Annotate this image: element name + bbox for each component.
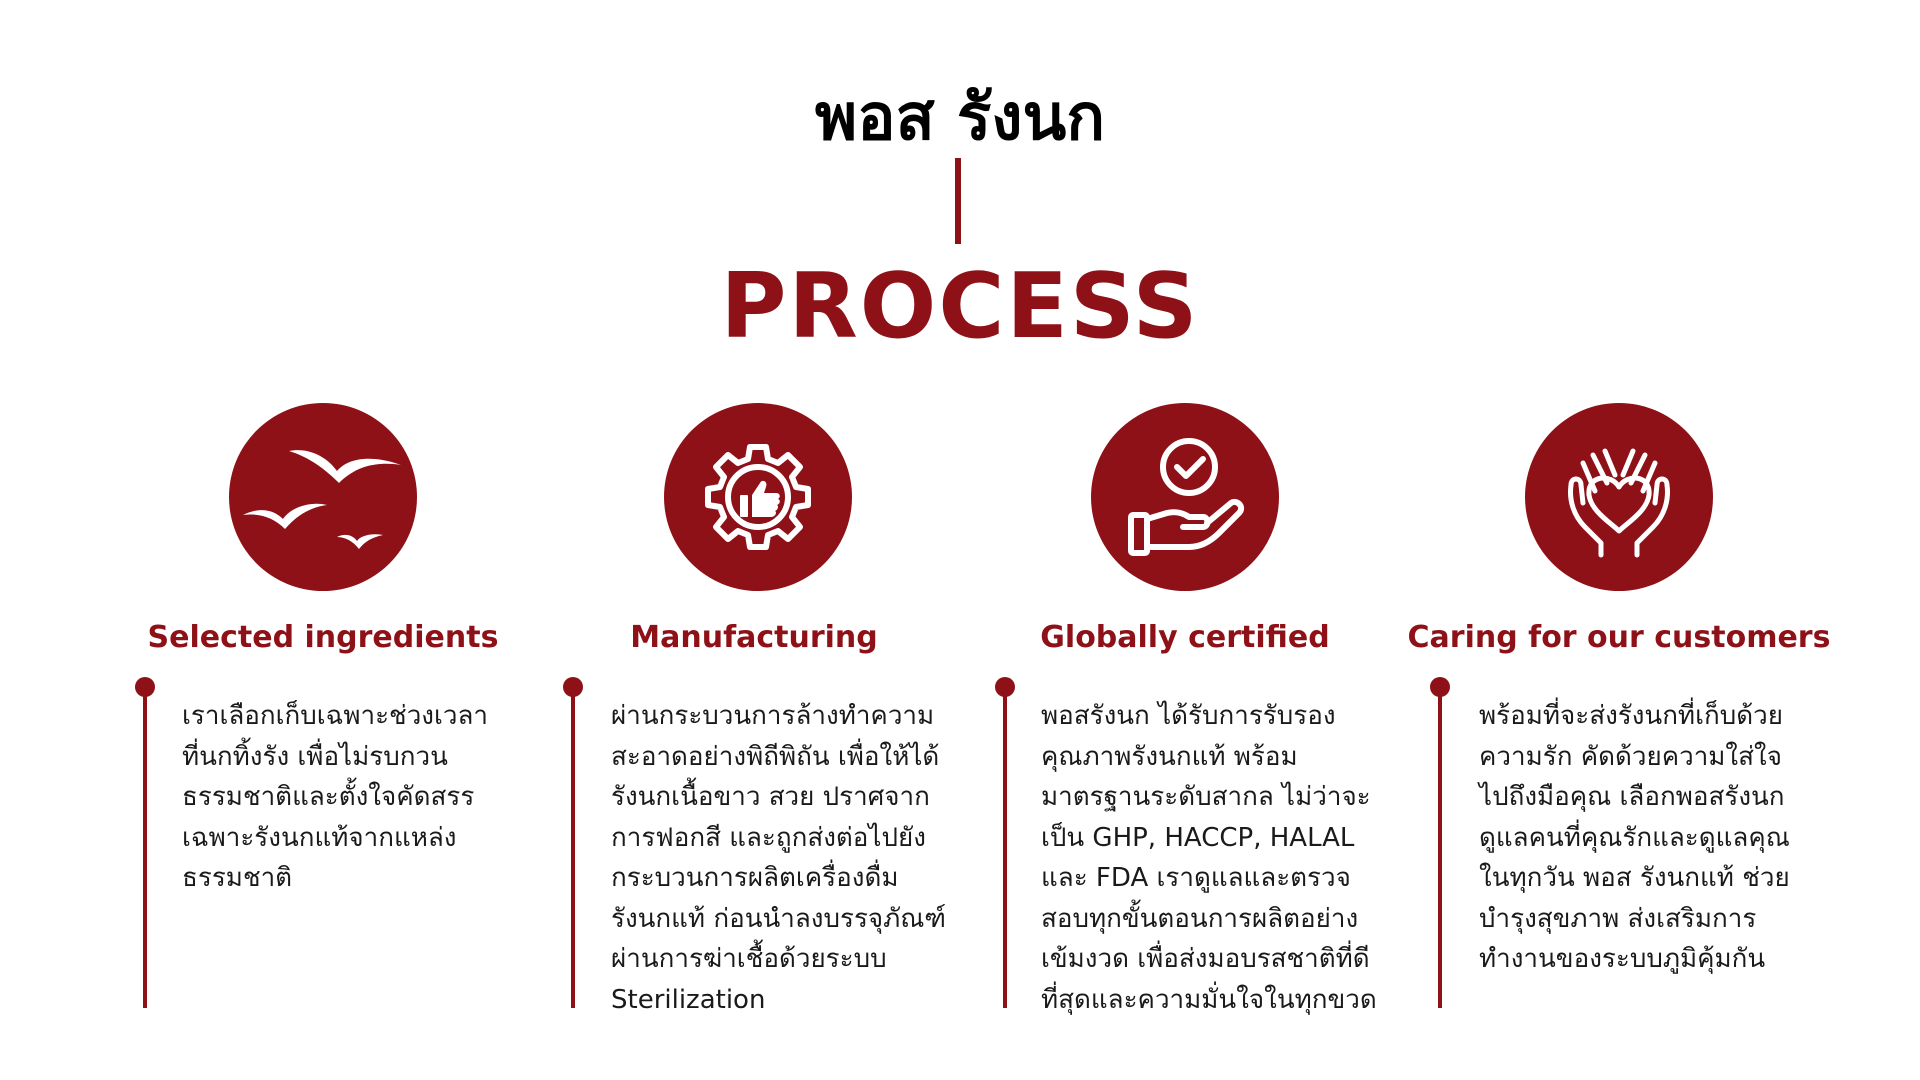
- step-heading-globally-certified: Globally certified: [1040, 620, 1330, 655]
- process-title: PROCESS: [720, 254, 1200, 359]
- description-line: พอสรังนก ได้รับการรับรอง: [1041, 701, 1336, 731]
- description-line: พร้อมที่จะส่งรังนกที่เก็บด้วย: [1479, 701, 1783, 731]
- description-line: เข้มงวด เพื่อส่งมอบรสชาติที่ดี: [1041, 944, 1370, 974]
- description-line: ในทุกวัน พอส รังนกแท้ ช่วย: [1479, 863, 1790, 893]
- timeline-dot: [1430, 677, 1450, 697]
- title-connector-line: [955, 158, 961, 244]
- description-line: บำรุงสุขภาพ ส่งเสริมการ: [1479, 903, 1757, 934]
- description-line: เป็น GHP, HACCP, HALAL: [1041, 822, 1355, 853]
- description-line: ธรรมชาติ: [182, 863, 293, 893]
- timeline-line: [1438, 688, 1442, 1008]
- timeline-line: [143, 688, 147, 1008]
- step-heading-manufacturing: Manufacturing: [630, 620, 878, 655]
- description-line: คุณภาพรังนกแท้ พร้อม: [1041, 741, 1298, 772]
- description-line: ดูแลคนที่คุณรักและดูแลคุณ: [1479, 822, 1790, 853]
- timeline-line: [571, 688, 575, 1008]
- description-line: ที่สุดและความมั่นใจในทุกขวด: [1041, 984, 1377, 1015]
- description-line: สอบทุกขั้นตอนการผลิตอย่าง: [1041, 903, 1359, 934]
- timeline-dot: [563, 677, 583, 697]
- hand-checkmark-icon: [1091, 403, 1279, 591]
- description-line: การฟอกสี และถูกส่งต่อไปยัง: [611, 822, 926, 853]
- description-line: เราเลือกเก็บเฉพาะช่วงเวลา: [182, 701, 489, 731]
- description-line: ที่นกทิ้งรัง เพื่อไม่รบกวน: [182, 741, 448, 772]
- step-description: พร้อมที่จะส่งรังนกที่เก็บด้วย ความรัก คั…: [1479, 696, 1849, 980]
- description-line: ความรัก คัดด้วยความใส่ใจ: [1479, 741, 1782, 772]
- description-line: Sterilization: [611, 984, 766, 1015]
- description-line: มาตรฐานระดับสากล ไม่ว่าจะ: [1041, 782, 1371, 812]
- description-line: สะอาดอย่างพิถีพิถัน เพื่อให้ได้: [611, 741, 940, 772]
- step-heading-selected-ingredients: Selected ingredients: [147, 620, 499, 655]
- step-description: พอสรังนก ได้รับการรับรอง คุณภาพรังนกแท้ …: [1041, 696, 1411, 1020]
- description-line: ทำงานของระบบภูมิคุ้มกัน: [1479, 944, 1766, 974]
- gear-thumbs-up-icon: [664, 403, 852, 591]
- description-line: ผ่านการฆ่าเชื้อด้วยระบบ: [611, 944, 887, 974]
- birds-icon: [229, 403, 417, 591]
- step-heading-caring-for-customers: Caring for our customers: [1407, 620, 1831, 655]
- step-description: เราเลือกเก็บเฉพาะช่วงเวลา ที่นกทิ้งรัง เ…: [182, 696, 552, 899]
- description-line: ผ่านกระบวนการล้างทำความ: [611, 701, 935, 731]
- timeline-dot: [995, 677, 1015, 697]
- brand-title: พอส รังนก: [814, 81, 1106, 155]
- hands-heart-icon: [1525, 403, 1713, 591]
- description-line: ธรรมชาติและตั้งใจคัดสรร: [182, 782, 475, 812]
- step-description: ผ่านกระบวนการล้างทำความ สะอาดอย่างพิถีพิ…: [611, 696, 981, 1020]
- description-line: เฉพาะรังนกแท้จากแหล่ง: [182, 822, 457, 853]
- description-line: รังนกแท้ ก่อนนำลงบรรจุภัณฑ์: [611, 903, 946, 934]
- description-line: และ FDA เราดูแลและตรวจ: [1041, 863, 1351, 893]
- description-line: รังนกเนื้อขาว สวย ปราศจาก: [611, 782, 930, 812]
- description-line: ไปถึงมือคุณ เลือกพอสรังนก: [1479, 782, 1785, 812]
- timeline-dot: [135, 677, 155, 697]
- timeline-line: [1003, 688, 1007, 1008]
- description-line: กระบวนการผลิตเครื่องดื่ม: [611, 863, 899, 893]
